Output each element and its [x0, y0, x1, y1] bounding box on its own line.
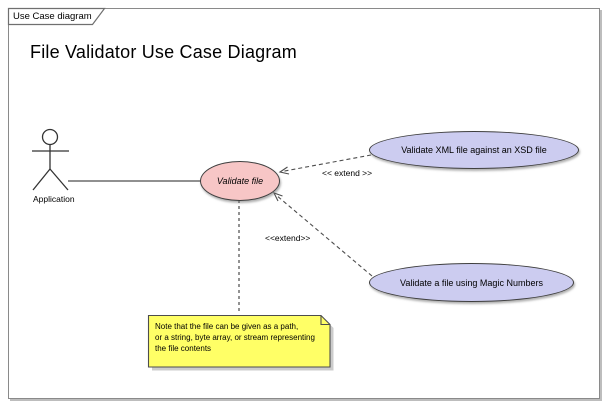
usecase-validate-file[interactable]: Validate file: [200, 161, 280, 201]
usecase-validate-magic-numbers-label: Validate a file using Magic Numbers: [400, 277, 543, 288]
usecase-validate-xml-label: Validate XML file against an XSD file: [401, 145, 547, 155]
note-text-line-1: Note that the file can be given as a pat…: [155, 322, 299, 331]
extend-xml-stereotype-label: << extend >>: [322, 168, 373, 178]
extend-relation-xml[interactable]: [278, 154, 372, 175]
note-text-line-3: the file contents: [155, 344, 212, 353]
actor-label: Application: [33, 194, 75, 204]
note-text-line-2: or a string, byte array, or stream repre…: [155, 333, 315, 342]
actor-application[interactable]: [32, 128, 69, 191]
actor-left-leg: [32, 168, 51, 191]
usecase-validate-file-label: Validate file: [216, 176, 264, 186]
usecase-validate-magic-numbers[interactable]: Validate a file using Magic Numbers: [369, 263, 574, 302]
actor-head: [41, 128, 59, 146]
note-text: Note that the file can be given as a pat…: [155, 321, 315, 354]
extend-xml-arrowhead-icon: [278, 166, 290, 175]
note-fold-icon: [320, 315, 330, 326]
extend-xml-dashed-line: [281, 154, 372, 173]
usecase-validate-xml[interactable]: Validate XML file against an XSD file: [369, 131, 579, 169]
note-body: [147, 314, 331, 368]
extend-relation-magic[interactable]: [272, 192, 373, 277]
extend-magic-stereotype-label: <<extend>>: [265, 233, 311, 243]
note[interactable]: [147, 314, 334, 371]
frame-tab[interactable]: [7, 7, 106, 26]
actor-right-leg: [49, 168, 69, 191]
diagram-title: File Validator Use Case Diagram: [30, 42, 297, 62]
extend-magic-arrowhead-icon: [272, 192, 283, 202]
frame-tab-label: Use Case diagram: [13, 11, 92, 22]
